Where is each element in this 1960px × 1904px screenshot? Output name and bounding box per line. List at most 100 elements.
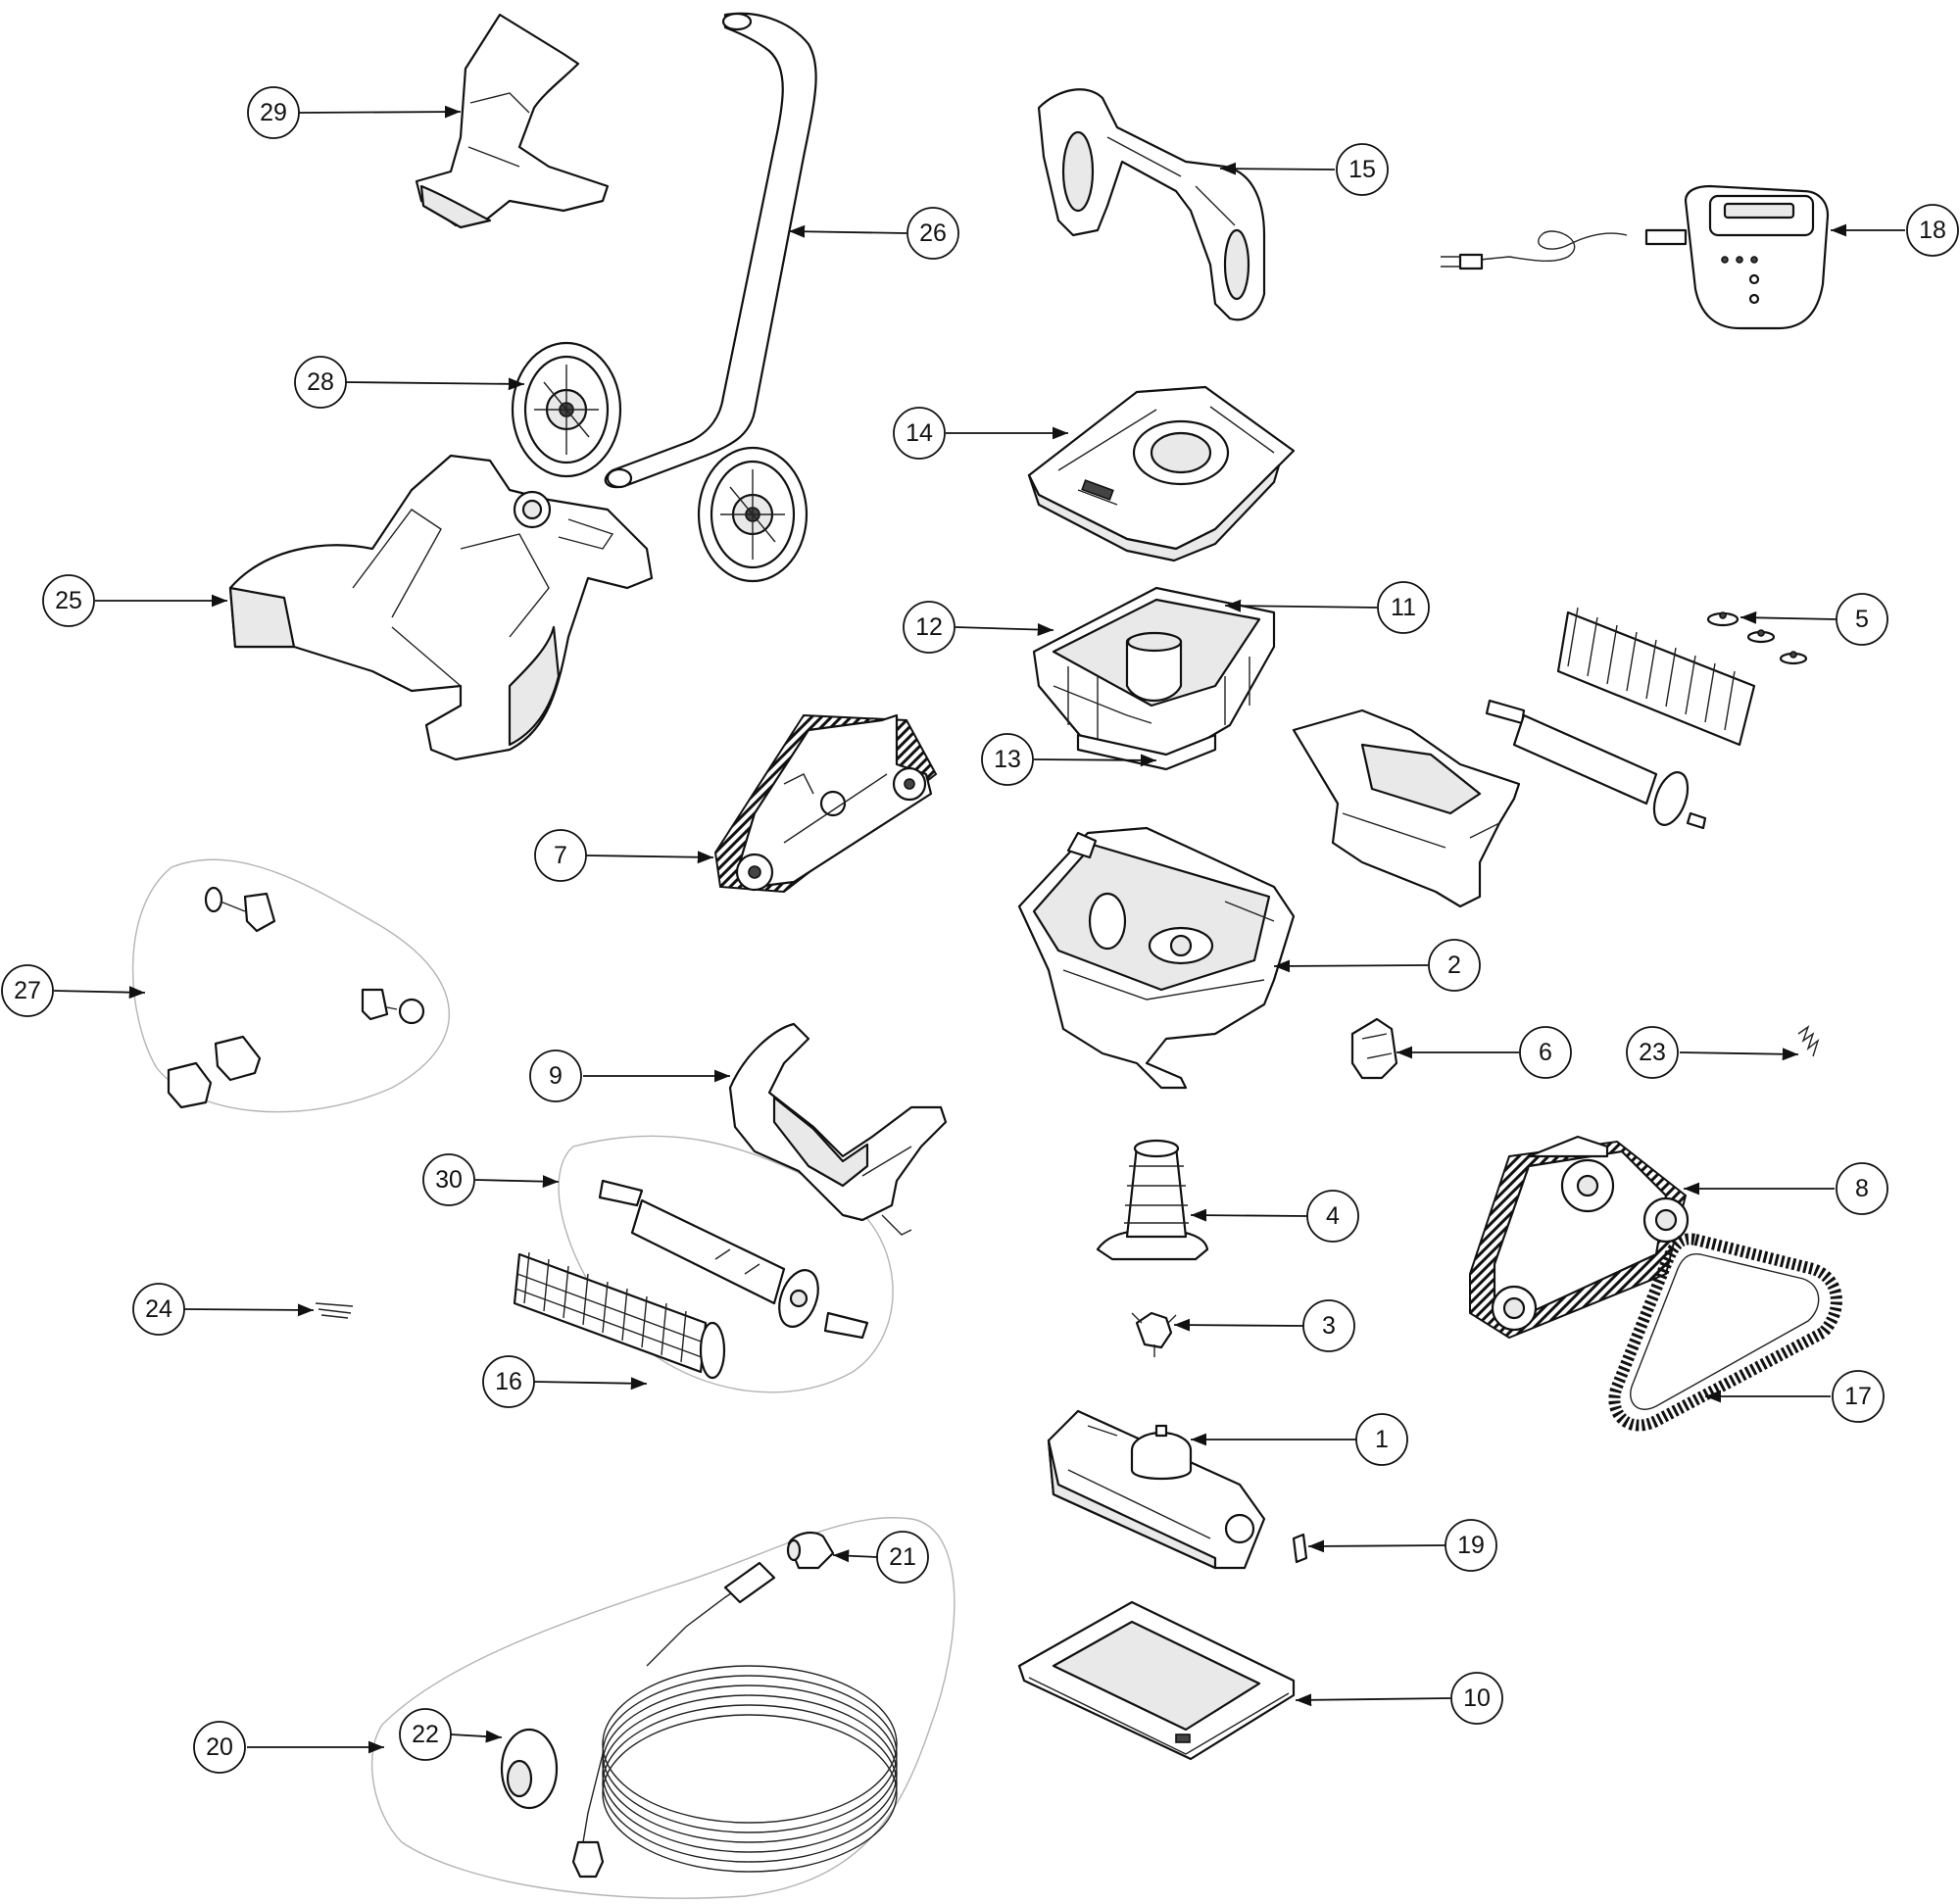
part-24-screws [315, 1302, 354, 1319]
callout-label: 27 [14, 977, 41, 1004]
callout-20: 20 [193, 1721, 246, 1774]
callout-label: 23 [1639, 1039, 1666, 1066]
callout-27: 27 [1, 964, 54, 1017]
callout-label: 21 [889, 1543, 916, 1571]
callout-7: 7 [534, 829, 587, 882]
callout-label: 4 [1326, 1202, 1340, 1230]
callout-label: 29 [260, 99, 287, 126]
part-11-12-13-filter-basket [1032, 586, 1276, 771]
part-30-brush-axle [598, 1179, 869, 1340]
callout-30: 30 [422, 1153, 475, 1206]
callout-3: 3 [1302, 1299, 1355, 1352]
part-1-motor-block [1047, 1409, 1266, 1570]
leader-27 [53, 986, 146, 1000]
leader-lines [53, 105, 1905, 1754]
part-28-wheels [511, 341, 808, 583]
part-25-caddy-base [228, 454, 654, 761]
callout-4: 4 [1306, 1190, 1359, 1243]
leader-13 [1033, 754, 1157, 767]
part-17-track-belt [1608, 1233, 1842, 1432]
leader-2 [1273, 959, 1429, 973]
part-7-left-track [713, 713, 938, 894]
callout-label: 28 [307, 368, 334, 396]
leader-30 [474, 1175, 560, 1189]
callout-label: 30 [435, 1166, 463, 1194]
callout-8: 8 [1836, 1162, 1888, 1215]
leader-24 [183, 1303, 315, 1317]
callout-24: 24 [132, 1283, 185, 1336]
callout-label: 26 [919, 220, 947, 247]
part-23-spring [1797, 1025, 1820, 1057]
part-26-handle-bar [604, 12, 817, 489]
leader-23 [1679, 1048, 1799, 1061]
leader-15 [1219, 162, 1336, 175]
callout-2: 2 [1428, 939, 1481, 992]
callout-label: 20 [206, 1733, 233, 1761]
group-outline-27 [131, 858, 450, 1113]
callout-label: 7 [554, 842, 567, 869]
callout-label: 15 [1348, 156, 1376, 183]
callout-label: 6 [1539, 1039, 1552, 1066]
part-14-top-lid [1027, 385, 1296, 562]
callout-21: 21 [876, 1531, 929, 1584]
callout-label: 16 [495, 1368, 522, 1395]
callout-22: 22 [399, 1708, 452, 1761]
leader-21 [832, 1549, 878, 1563]
callout-label: 2 [1447, 952, 1461, 979]
leader-7 [585, 851, 714, 864]
leader-5 [1740, 610, 1837, 624]
part-20-cable [571, 1561, 898, 1879]
callout-9: 9 [529, 1050, 582, 1102]
callout-label: 19 [1457, 1532, 1485, 1559]
group-outline-20 [370, 1517, 956, 1899]
brush-axle-right [1485, 699, 1707, 830]
callout-label: 12 [915, 613, 943, 641]
callout-25: 25 [42, 574, 95, 627]
leader-29 [298, 105, 462, 119]
part-22-float [500, 1728, 559, 1810]
leader-3 [1173, 1318, 1304, 1332]
leader-19 [1307, 1539, 1446, 1553]
callout-label: 1 [1375, 1426, 1389, 1453]
callout-label: 11 [1391, 594, 1416, 621]
callout-label: 5 [1855, 606, 1869, 633]
part-29-handle-cover [415, 13, 610, 229]
callout-17: 17 [1832, 1370, 1885, 1423]
part-27-clips [167, 886, 425, 1109]
leader-28 [344, 377, 525, 391]
leader-11 [1224, 599, 1378, 612]
part-8-right-track [1469, 1135, 1690, 1340]
callout-1: 1 [1355, 1413, 1408, 1466]
part-4-impeller-housing [1096, 1139, 1209, 1261]
callout-14: 14 [893, 407, 946, 460]
callout-label: 13 [994, 746, 1021, 773]
callout-26: 26 [906, 207, 959, 260]
brush-right [1556, 607, 1756, 747]
part-3-impeller [1131, 1311, 1177, 1357]
callout-13: 13 [981, 733, 1034, 786]
callout-label: 17 [1844, 1383, 1872, 1410]
part-15-carry-handle [1037, 88, 1266, 321]
callout-label: 9 [549, 1062, 563, 1090]
callout-11: 11 [1377, 581, 1430, 634]
callout-15: 15 [1336, 143, 1389, 196]
part-19-clip [1292, 1533, 1308, 1564]
callout-label: 14 [906, 419, 933, 447]
callouts: 29 26 28 25 15 18 14 12 11 13 5 7 2 27 6… [1, 86, 1959, 1774]
part-21-swivel [786, 1531, 835, 1570]
callout-label: 10 [1463, 1684, 1491, 1712]
leader-10 [1295, 1693, 1451, 1707]
leader-4 [1190, 1208, 1308, 1222]
callout-6: 6 [1519, 1026, 1572, 1079]
callout-label: 22 [412, 1721, 439, 1748]
callout-label: 8 [1855, 1175, 1869, 1202]
callout-18: 18 [1906, 204, 1959, 257]
part-6-sensor [1350, 1017, 1398, 1080]
callout-10: 10 [1450, 1672, 1503, 1725]
callout-5: 5 [1836, 593, 1888, 646]
callout-label: 24 [145, 1295, 172, 1323]
leader-22 [450, 1730, 503, 1743]
part-5-discs [1706, 611, 1808, 665]
part-18-power-supply [1441, 184, 1830, 330]
